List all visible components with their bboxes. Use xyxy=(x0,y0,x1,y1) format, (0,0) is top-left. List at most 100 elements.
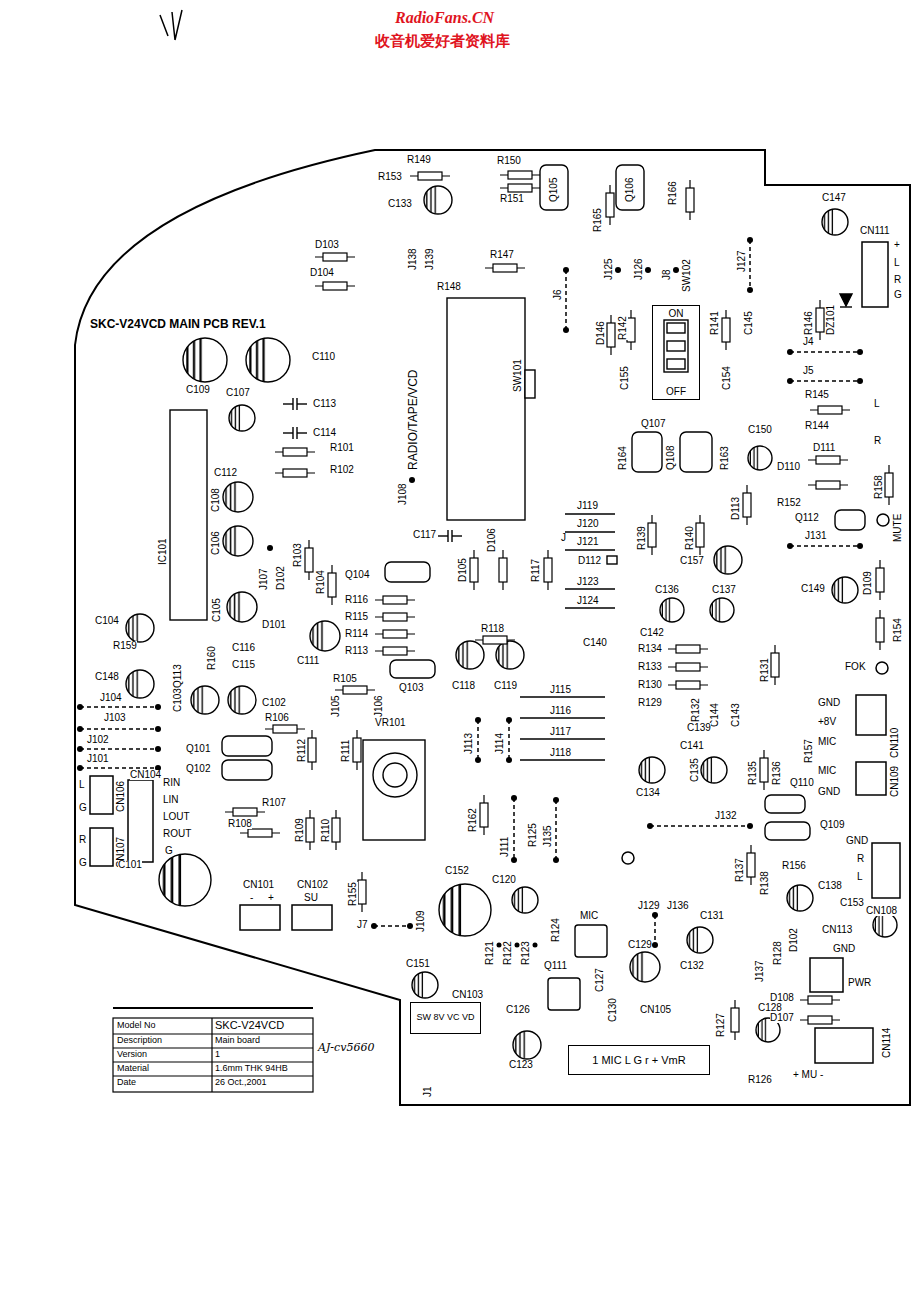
part-label: C128 xyxy=(758,1003,782,1013)
part-label: CN103 xyxy=(452,990,483,1000)
connector-box: 1 MIC L G r + VmR xyxy=(568,1045,710,1075)
part-label: C148 xyxy=(95,672,119,682)
part-label: J117 xyxy=(550,727,571,737)
part-label: R162 xyxy=(468,808,478,832)
part-label: CN114 xyxy=(882,1028,892,1058)
part-label: Q104 xyxy=(345,570,369,580)
connector-box: SW 8V VC VD xyxy=(410,1002,481,1034)
part-label: L xyxy=(79,780,85,790)
part-label: R xyxy=(79,835,86,845)
part-label: C126 xyxy=(506,1005,530,1015)
part-label: C153 xyxy=(840,898,864,908)
part-label: PWR xyxy=(848,978,871,988)
part-label: G xyxy=(894,290,902,300)
part-label: C104 xyxy=(95,616,119,626)
part-label: C152 xyxy=(445,866,469,876)
part-label: C107 xyxy=(226,388,250,398)
part-label: RADIO/TAPE/VCD xyxy=(407,370,419,470)
part-label: C103 xyxy=(173,688,183,712)
part-label: MUTE xyxy=(893,514,903,542)
part-label: J120 xyxy=(577,519,599,529)
part-label: R109 xyxy=(295,818,305,842)
part-label: D109 xyxy=(863,571,873,595)
part-label: J114 xyxy=(495,733,505,754)
part-label: J121 xyxy=(577,537,599,547)
part-label: J132 xyxy=(715,811,737,821)
part-label: C108 xyxy=(211,488,221,512)
part-label: CN102 xyxy=(297,880,328,890)
part-label: R130 xyxy=(638,680,662,690)
node-text: SW 8V VC VD xyxy=(416,1013,474,1023)
part-label: C120 xyxy=(492,875,516,885)
part-label: R137 xyxy=(735,858,745,882)
part-label: J xyxy=(561,533,566,543)
board-outline xyxy=(75,150,910,1105)
part-label: C136 xyxy=(655,585,679,595)
watermark-text: 收音机爱好者资料库 xyxy=(375,34,510,49)
part-label: J5 xyxy=(803,366,814,376)
part-label: R158 xyxy=(874,475,884,499)
part-label: C106 xyxy=(211,531,221,555)
part-label: MIC xyxy=(818,737,836,747)
jumper-wires xyxy=(80,240,860,945)
part-label: R159 xyxy=(113,641,137,651)
part-label: J138 xyxy=(408,248,418,270)
part-label: R108 xyxy=(228,819,252,829)
part-label: J126 xyxy=(634,258,644,280)
part-label: R152 xyxy=(777,498,801,508)
table-cell: Main board xyxy=(215,1036,260,1045)
part-label: D102 xyxy=(789,928,799,952)
part-label: CN113 xyxy=(822,925,852,935)
part-label: Q105 xyxy=(549,178,559,202)
part-label: C141 xyxy=(680,741,704,751)
part-label: J129 xyxy=(638,901,660,911)
node-text: ON xyxy=(669,308,684,319)
part-label: Q109 xyxy=(820,820,844,830)
part-label: C131 xyxy=(700,911,724,921)
part-label: C137 xyxy=(712,585,736,595)
transistors-and-parts xyxy=(170,165,865,1010)
part-label: C113 xyxy=(313,399,336,409)
part-label: Q103 xyxy=(399,683,423,693)
electrolytic-capacitors xyxy=(126,186,897,1059)
small-capacitors-and-zener xyxy=(283,294,852,542)
part-label: R149 xyxy=(407,155,431,165)
part-label: J105 xyxy=(331,695,341,717)
part-label: GND xyxy=(818,698,840,708)
part-label: Q102 xyxy=(186,764,210,774)
part-label: C142 xyxy=(640,628,664,638)
part-label: J109 xyxy=(416,910,426,932)
part-label: CN109 xyxy=(890,766,900,797)
part-label: R160 xyxy=(207,646,217,670)
part-label: SKC-V24VCD MAIN PCB REV.1 xyxy=(90,318,266,330)
part-label: +8V xyxy=(818,717,836,727)
part-label: J7 xyxy=(357,920,368,930)
part-label: ROUT xyxy=(163,829,191,839)
table-cell: 1.6mm THK 94HB xyxy=(215,1064,288,1073)
part-label: D105 xyxy=(458,558,468,582)
part-label: R113 xyxy=(345,646,368,656)
part-label: R135 xyxy=(748,761,758,785)
part-label: C155 xyxy=(620,366,630,390)
part-label: C102 xyxy=(262,698,286,708)
part-label: Q112 xyxy=(795,513,819,523)
part-label: J137 xyxy=(755,960,765,982)
part-label: LOUT xyxy=(163,812,190,822)
part-label: R102 xyxy=(330,465,354,475)
part-label: C101 xyxy=(118,860,142,870)
part-label: Q110 xyxy=(790,778,814,788)
part-label: C145 xyxy=(744,311,754,335)
part-label: C115 xyxy=(232,660,255,670)
connector-outlines xyxy=(90,242,900,1063)
node-text: 1 MIC L G r + VmR xyxy=(592,1054,685,1066)
part-label: CN104 xyxy=(130,770,161,780)
part-label: D106 xyxy=(487,528,497,552)
part-label: C127 xyxy=(595,968,605,992)
part-label: J135 xyxy=(543,825,553,847)
part-label: Q101 xyxy=(186,744,210,754)
part-label: R105 xyxy=(333,674,357,684)
part-label: IC101 xyxy=(158,538,168,565)
part-label: Q113 xyxy=(173,664,183,688)
part-label: R101 xyxy=(330,443,354,453)
part-label: R164 xyxy=(618,446,628,470)
